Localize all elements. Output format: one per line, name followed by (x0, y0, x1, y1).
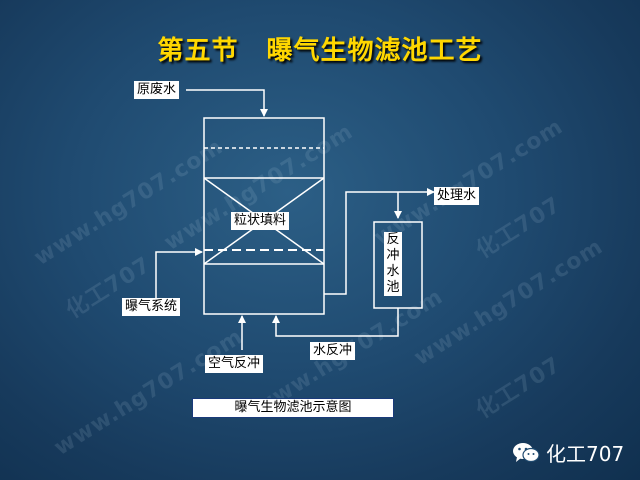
backwash-tank-char: 冲 (386, 248, 400, 263)
water-backwash-pipe (272, 308, 399, 337)
water-backwash-label: 水反冲 (310, 342, 356, 360)
treated-water-label: 处理水 (434, 187, 480, 205)
treated-water-pipe (324, 188, 435, 295)
raw-water-label: 原废水 (134, 81, 180, 99)
brand-name: 化工707 (546, 442, 625, 466)
brand-mark: 化工707 (512, 438, 624, 467)
backwash-tank-char: 水 (386, 264, 400, 279)
backwash-tank-char: 池 (386, 280, 400, 295)
diagram-caption: 曝气生物滤池示意图 (192, 398, 394, 418)
granular-media-label: 粒状填料 (231, 212, 290, 230)
filter-tank (203, 117, 325, 315)
wechat-icon (513, 442, 540, 462)
page-title: 第五节曝气生物滤池工艺 (0, 30, 640, 67)
aeration-pipe (155, 248, 203, 298)
raw-water-pipe (186, 89, 268, 117)
title-section: 第五节 (157, 36, 239, 66)
aeration-system-label: 曝气系统 (122, 298, 181, 316)
backwash-tank-label: 反 冲 水 池 (384, 232, 402, 296)
air-backwash-label: 空气反冲 (205, 355, 264, 373)
backwash-tank-char: 反 (386, 232, 400, 247)
title-topic: 曝气生物滤池工艺 (266, 36, 483, 66)
